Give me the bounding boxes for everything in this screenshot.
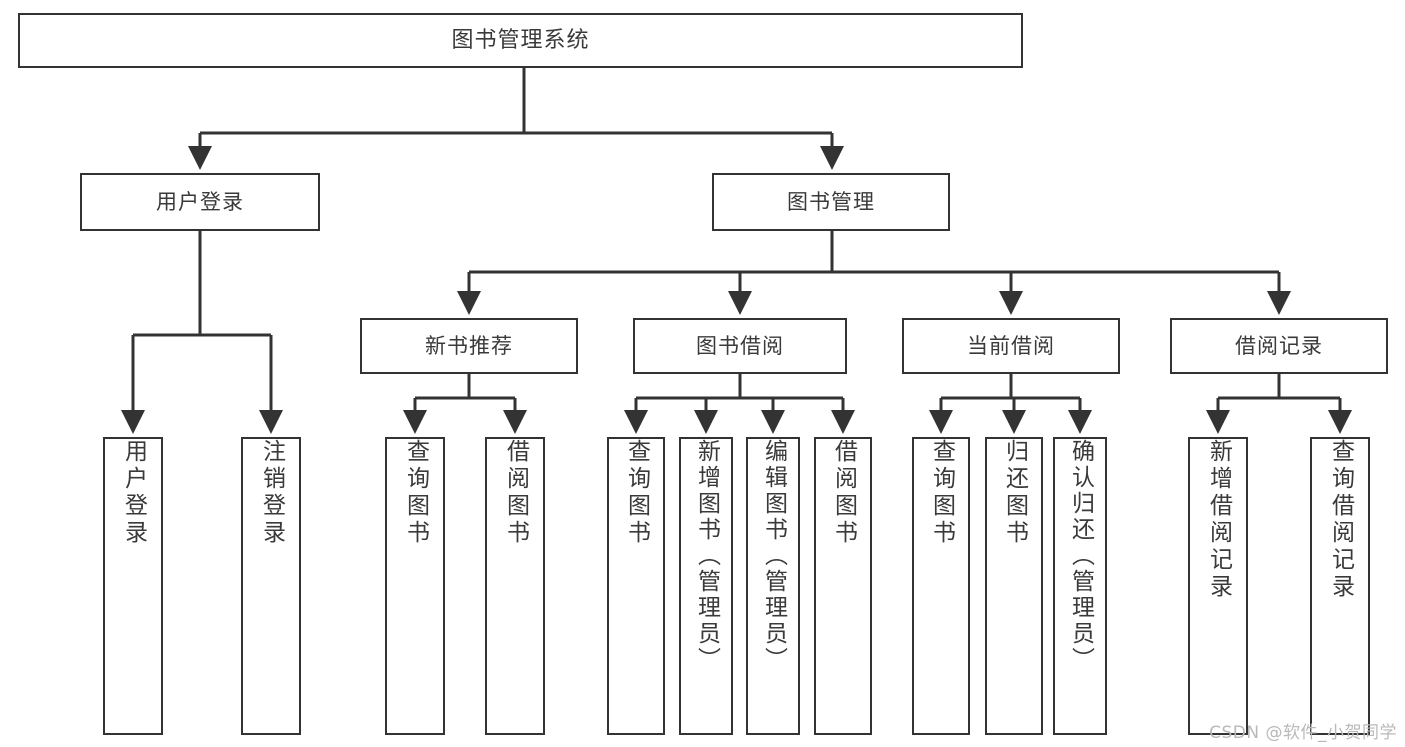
node-book-borrow[interactable]: 图书借阅 [633, 318, 847, 374]
node-new-book-rec-label: 新书推荐 [425, 333, 513, 358]
node-leaf-query-record-label: 查询借阅记录 [1327, 439, 1354, 601]
node-leaf-confirm-return-label: 确认归还（管理员） [1067, 439, 1094, 673]
node-book-manage-label: 图书管理 [787, 189, 875, 214]
node-new-book-rec[interactable]: 新书推荐 [360, 318, 578, 374]
node-leaf-query-record[interactable]: 查询借阅记录 [1310, 437, 1370, 735]
node-leaf-borrow-book-1[interactable]: 借阅图书 [485, 437, 545, 735]
node-leaf-query-book-3[interactable]: 查询图书 [912, 437, 970, 735]
node-book-manage[interactable]: 图书管理 [712, 173, 950, 231]
node-borrow-records-label: 借阅记录 [1235, 333, 1323, 358]
node-leaf-user-logout[interactable]: 注销登录 [241, 437, 301, 735]
node-user-login[interactable]: 用户登录 [80, 173, 320, 231]
node-leaf-query-book-3-label: 查询图书 [928, 439, 955, 547]
node-leaf-borrow-book-2-label: 借阅图书 [830, 439, 857, 547]
node-borrow-records[interactable]: 借阅记录 [1170, 318, 1388, 374]
node-book-borrow-label: 图书借阅 [696, 333, 784, 358]
node-leaf-query-book-2[interactable]: 查询图书 [607, 437, 665, 735]
node-leaf-query-book-1[interactable]: 查询图书 [385, 437, 445, 735]
node-user-login-label: 用户登录 [156, 189, 244, 214]
node-leaf-borrow-book-2[interactable]: 借阅图书 [814, 437, 872, 735]
node-leaf-user-login-label: 用户登录 [120, 439, 147, 547]
node-leaf-edit-book-label: 编辑图书（管理员） [760, 439, 787, 673]
node-root-label: 图书管理系统 [451, 27, 590, 53]
node-root[interactable]: 图书管理系统 [18, 13, 1023, 68]
node-leaf-add-record-label: 新增借阅记录 [1205, 439, 1232, 601]
watermark: CSDN @软件_小贺同学 [1209, 723, 1397, 743]
node-leaf-user-logout-label: 注销登录 [258, 439, 285, 547]
node-leaf-edit-book[interactable]: 编辑图书（管理员） [746, 437, 800, 735]
node-leaf-query-book-1-label: 查询图书 [402, 439, 429, 547]
node-leaf-add-book[interactable]: 新增图书（管理员） [679, 437, 733, 735]
node-leaf-confirm-return[interactable]: 确认归还（管理员） [1053, 437, 1107, 735]
node-leaf-query-book-2-label: 查询图书 [623, 439, 650, 547]
node-current-borrow[interactable]: 当前借阅 [902, 318, 1120, 374]
node-current-borrow-label: 当前借阅 [967, 333, 1055, 358]
node-leaf-borrow-book-1-label: 借阅图书 [502, 439, 529, 547]
node-leaf-add-book-label: 新增图书（管理员） [693, 439, 720, 673]
node-leaf-return-book[interactable]: 归还图书 [985, 437, 1043, 735]
node-leaf-return-book-label: 归还图书 [1001, 439, 1028, 547]
node-leaf-add-record[interactable]: 新增借阅记录 [1188, 437, 1248, 735]
node-leaf-user-login[interactable]: 用户登录 [103, 437, 163, 735]
